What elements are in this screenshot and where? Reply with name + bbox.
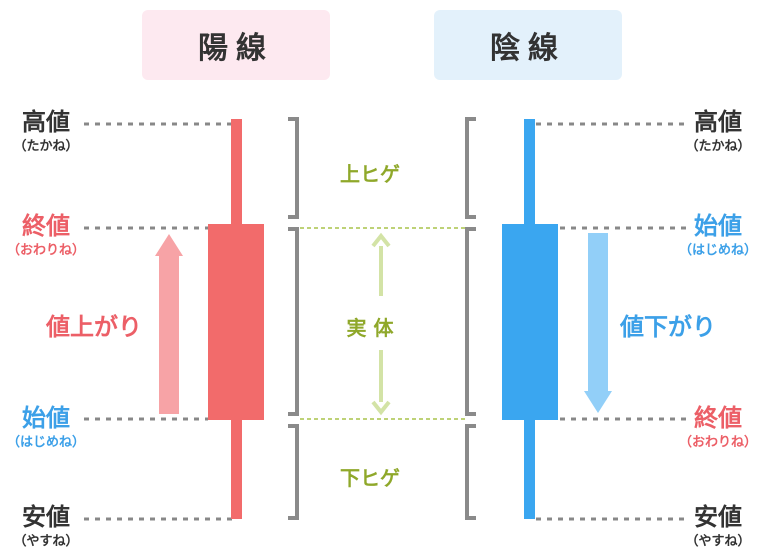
left-body-bracket [288, 227, 299, 416]
left-upper-bracket [288, 117, 299, 219]
left-high-label: 高値 （たかね） [4, 110, 88, 153]
fall-label: 値下がり [620, 313, 716, 341]
right-high-reading: （たかね） [685, 139, 751, 154]
right-low-reading: （やすね） [685, 534, 751, 549]
fall-arrow [584, 233, 612, 413]
right-close-label: 終値 （おわりね） [676, 406, 760, 449]
right-open-reading: （はじめね） [678, 243, 757, 258]
left-close-text: 終値 [22, 212, 70, 240]
bullish-body [208, 224, 264, 420]
bullish-header: 陽線 [142, 10, 330, 80]
right-open-label: 始値 （はじめね） [676, 214, 760, 257]
right-low-text: 安値 [694, 503, 742, 531]
body-label: 実 体 [346, 316, 394, 340]
left-open-reading: （はじめね） [6, 435, 85, 450]
left-high-reading: （たかね） [13, 139, 79, 154]
bullish-header-text: 陽線 [198, 31, 274, 66]
rise-arrow [155, 234, 183, 414]
left-open-text: 始値 [22, 404, 70, 432]
body-double-arrow [371, 232, 391, 416]
right-guide-lines [536, 122, 688, 521]
left-body-guides [84, 226, 208, 421]
left-guide-lines [84, 122, 232, 521]
left-open-label: 始値 （はじめね） [4, 406, 88, 449]
right-high-text: 高値 [694, 108, 742, 136]
left-lower-bracket [288, 424, 299, 520]
right-low-label: 安値 （やすね） [676, 505, 760, 548]
left-close-reading: （おわりね） [6, 243, 85, 258]
rise-label: 値上がり [46, 313, 142, 341]
left-low-label: 安値 （やすね） [4, 505, 88, 548]
right-upper-bracket [465, 117, 476, 219]
right-close-reading: （おわりね） [678, 435, 757, 450]
right-lower-bracket [465, 424, 476, 520]
bearish-header-text: 陰線 [490, 31, 566, 66]
center-body-guides [300, 227, 468, 420]
right-close-text: 終値 [694, 404, 742, 432]
bearish-header: 陰線 [434, 10, 622, 80]
left-brackets [288, 117, 299, 520]
left-low-reading: （やすね） [13, 534, 79, 549]
upper-shadow-label: 上ヒゲ [340, 162, 400, 186]
right-brackets [465, 117, 476, 520]
left-close-label: 終値 （おわりね） [4, 214, 88, 257]
right-open-text: 始値 [694, 212, 742, 240]
right-body-bracket [465, 227, 476, 416]
right-high-label: 高値 （たかね） [676, 110, 760, 153]
bearish-body [502, 224, 558, 420]
lower-shadow-label: 下ヒゲ [340, 466, 400, 490]
left-high-text: 高値 [22, 108, 70, 136]
left-low-text: 安値 [22, 503, 70, 531]
